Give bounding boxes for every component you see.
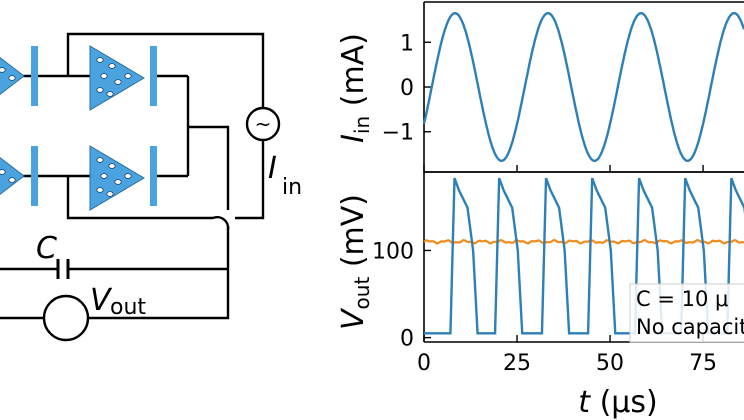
wire-output-down [88,226,230,320]
circuit-diagram [0,32,281,342]
series-capacitor [423,238,744,245]
wire-top-loop [66,32,265,108]
ion-dot [8,177,16,183]
elements [0,45,145,211]
legend: C = 10 μ No capacit [636,287,744,339]
plot-voltage: 100 00 25 50 75 [372,171,744,376]
legend-entry-blue: No capacit [636,315,744,339]
source-tilde: ~ [255,112,272,136]
ion-dot [96,57,104,63]
series-current [422,12,744,162]
voltmeter-circle [42,294,90,342]
wire-bottom-loop [66,176,213,220]
ion-dot [114,79,122,85]
series-no-capacitor [424,177,744,335]
vout-label: V [90,283,113,318]
ion-dot [100,173,108,179]
element-partial-bot [0,157,25,195]
ylabel-top: Iin (mA) [336,33,374,143]
ion-dot [96,87,104,93]
xtick-label: 50 [596,351,624,376]
ion-dot [0,169,6,175]
ion-dot [114,179,122,185]
electrode-bot-left [31,146,38,206]
ion-dot [106,191,114,197]
wire-bus-to-output [188,125,230,210]
ion-dot [0,67,6,73]
ion-dot [108,163,116,169]
ylabel-bottom: Vout (mV) [336,194,374,330]
ion-dot [124,173,132,179]
iin-label: I [268,151,277,186]
plot-current: 1 0 −1 [382,1,744,173]
legend-entry-orange: C = 10 μ [636,287,728,311]
xtick-label: 25 [503,351,531,376]
ytick-label: 100 [372,239,414,264]
ytick-label: 1 [400,31,414,56]
ion-dot [106,91,114,97]
iin-sub: in [282,175,302,200]
ion-dot [8,75,16,81]
capacitor-label: C [36,231,57,266]
ion-dot [96,157,104,163]
element-bot [89,145,145,211]
electrode-top-left [31,46,38,106]
ion-dot [100,73,108,79]
ion-dot [124,73,132,79]
ytick-label: 0 [400,76,414,101]
xtick-label: 75 [689,351,717,376]
ytick-label: 0 [400,327,414,352]
electrodes [31,46,157,206]
ytick-label: −1 [382,121,414,146]
ion-dot [108,63,116,69]
element-top [89,45,145,111]
ion-dots [0,57,132,197]
xlabel: t (μs) [578,385,657,420]
wire-source-lower [235,140,265,220]
ion-dot [96,187,104,193]
electrode-bot-right [150,146,157,206]
xtick-label: 0 [417,351,431,376]
current-source-circle [245,106,281,142]
electrode-top-right [150,46,157,106]
legend-box [629,283,744,343]
wire-hop [212,216,230,231]
vout-sub: out [110,295,146,320]
